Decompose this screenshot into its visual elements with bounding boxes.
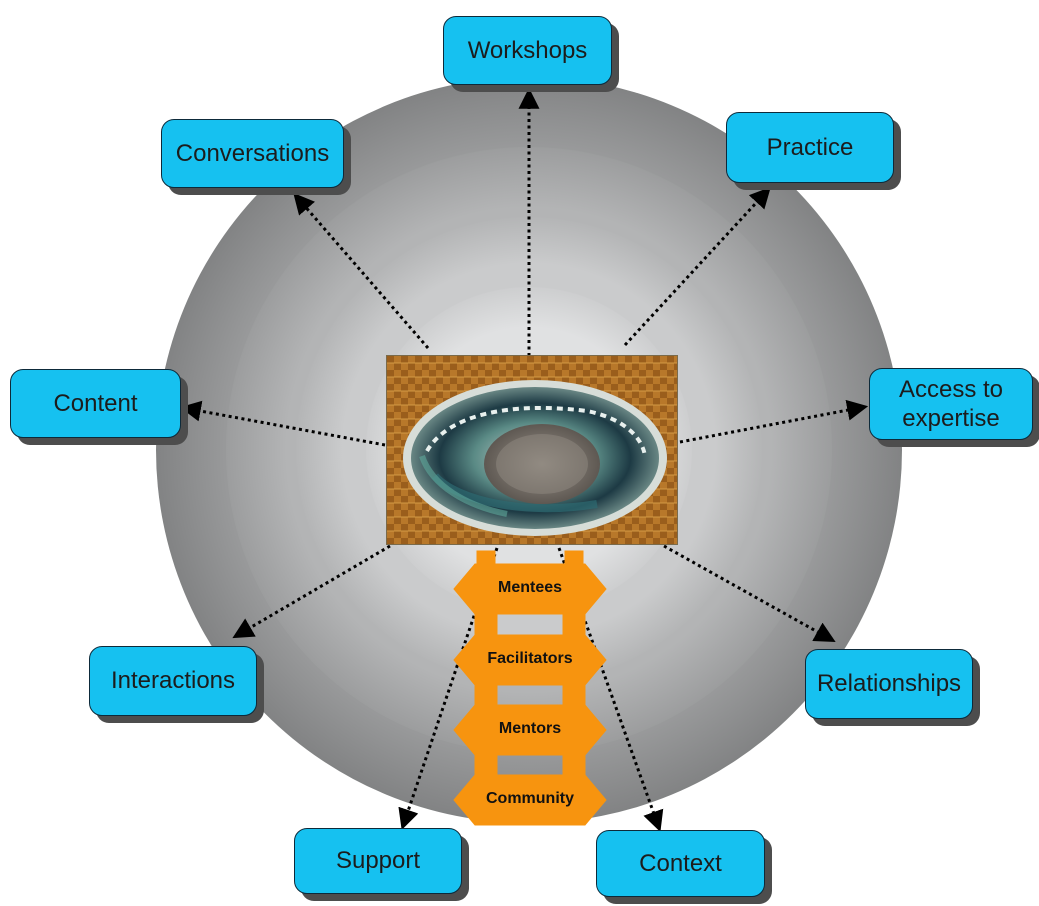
connector-conversations [293, 192, 430, 349]
connector-practice [623, 186, 771, 347]
node-practice[interactable]: Practice [726, 112, 894, 183]
layer-cap-right [564, 550, 584, 572]
connector-content [179, 400, 386, 447]
node-workshops[interactable]: Workshops [443, 16, 612, 85]
node-conversations[interactable]: Conversations [161, 119, 344, 188]
connector-context [557, 547, 664, 832]
node-relationships[interactable]: Relationships [805, 649, 973, 719]
layer-label-facilitators: Facilitators [487, 650, 573, 667]
layer-bar-left [474, 599, 498, 811]
layer-label-mentors: Mentors [498, 720, 562, 737]
layer-label-mentees: Mentees [497, 579, 563, 596]
paua-shell-photo [386, 355, 678, 545]
layer-cap-left [476, 550, 496, 572]
node-content[interactable]: Content [10, 369, 181, 438]
node-access-to-expertise[interactable]: Access to expertise [869, 368, 1033, 440]
layer-bar-right [562, 599, 586, 811]
node-support[interactable]: Support [294, 828, 462, 894]
node-interactions[interactable]: Interactions [89, 646, 257, 716]
connector-access [679, 399, 869, 444]
layer-label-community: Community [486, 790, 574, 807]
node-context[interactable]: Context [596, 830, 765, 897]
